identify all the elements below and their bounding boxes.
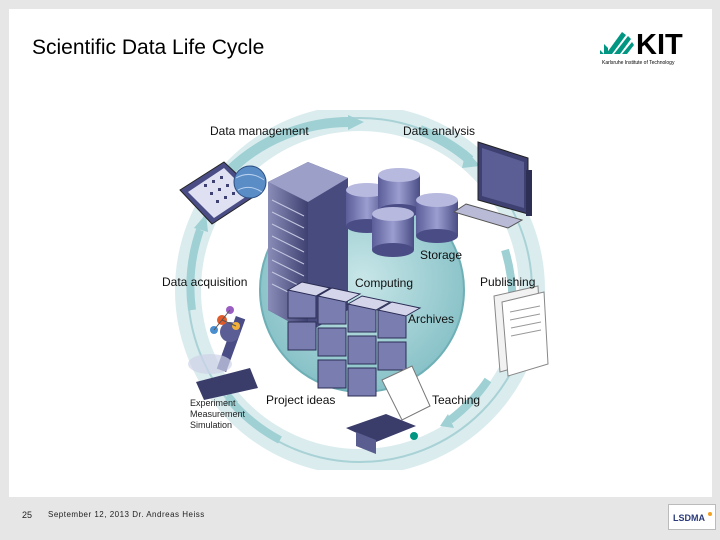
storage-cylinders-icon: [346, 168, 458, 257]
data-life-cycle-diagram: Data management Data analysis Data acqui…: [150, 105, 570, 475]
label-data-management: Data management: [210, 124, 309, 138]
lsdma-logo: LSDMA: [668, 504, 716, 530]
label-archives: Archives: [408, 312, 455, 326]
arrow-teaching: [447, 377, 492, 424]
footer-date-author: September 12, 2013 Dr. Andreas Heiss: [48, 510, 205, 519]
molecule-icon: [210, 306, 240, 334]
label-project-ideas: Project ideas: [266, 393, 336, 407]
computer-terminal-icon: [452, 141, 532, 229]
label-data-analysis: Data analysis: [403, 124, 476, 138]
label-measurement: Measurement: [190, 409, 246, 419]
label-experiment: Experiment: [190, 398, 236, 408]
label-storage: Storage: [420, 248, 463, 262]
kit-logo-subtitle: Karlsruhe Institute of Technology: [602, 60, 675, 66]
microscope-icon: [188, 315, 258, 400]
arrow-management: [226, 116, 351, 174]
archive-boxes-icon: [286, 281, 422, 397]
label-data-acquisition: Data acquisition: [162, 275, 248, 289]
label-computing: Computing: [355, 276, 414, 290]
publishing-papers-icon: [493, 285, 549, 377]
slide-number: 25: [22, 510, 33, 520]
slide-footer: 25 September 12, 2013 Dr. Andreas Heiss …: [0, 500, 720, 540]
slide-title: Scientific Data Life Cycle: [32, 36, 265, 59]
kit-logo-text: KIT: [636, 29, 683, 61]
lsdma-logo-text: LSDMA: [673, 513, 705, 523]
kit-logo: KIT Karlsruhe Institute of Technology: [600, 29, 683, 66]
label-publishing: Publishing: [480, 275, 536, 289]
label-simulation: Simulation: [190, 420, 233, 430]
teaching-graduation-icon: [346, 365, 431, 454]
arrow-acquisition: [186, 228, 204, 311]
diagram-graphic: [175, 105, 549, 475]
label-teaching: Teaching: [432, 393, 481, 407]
globe-icon: [233, 165, 267, 199]
